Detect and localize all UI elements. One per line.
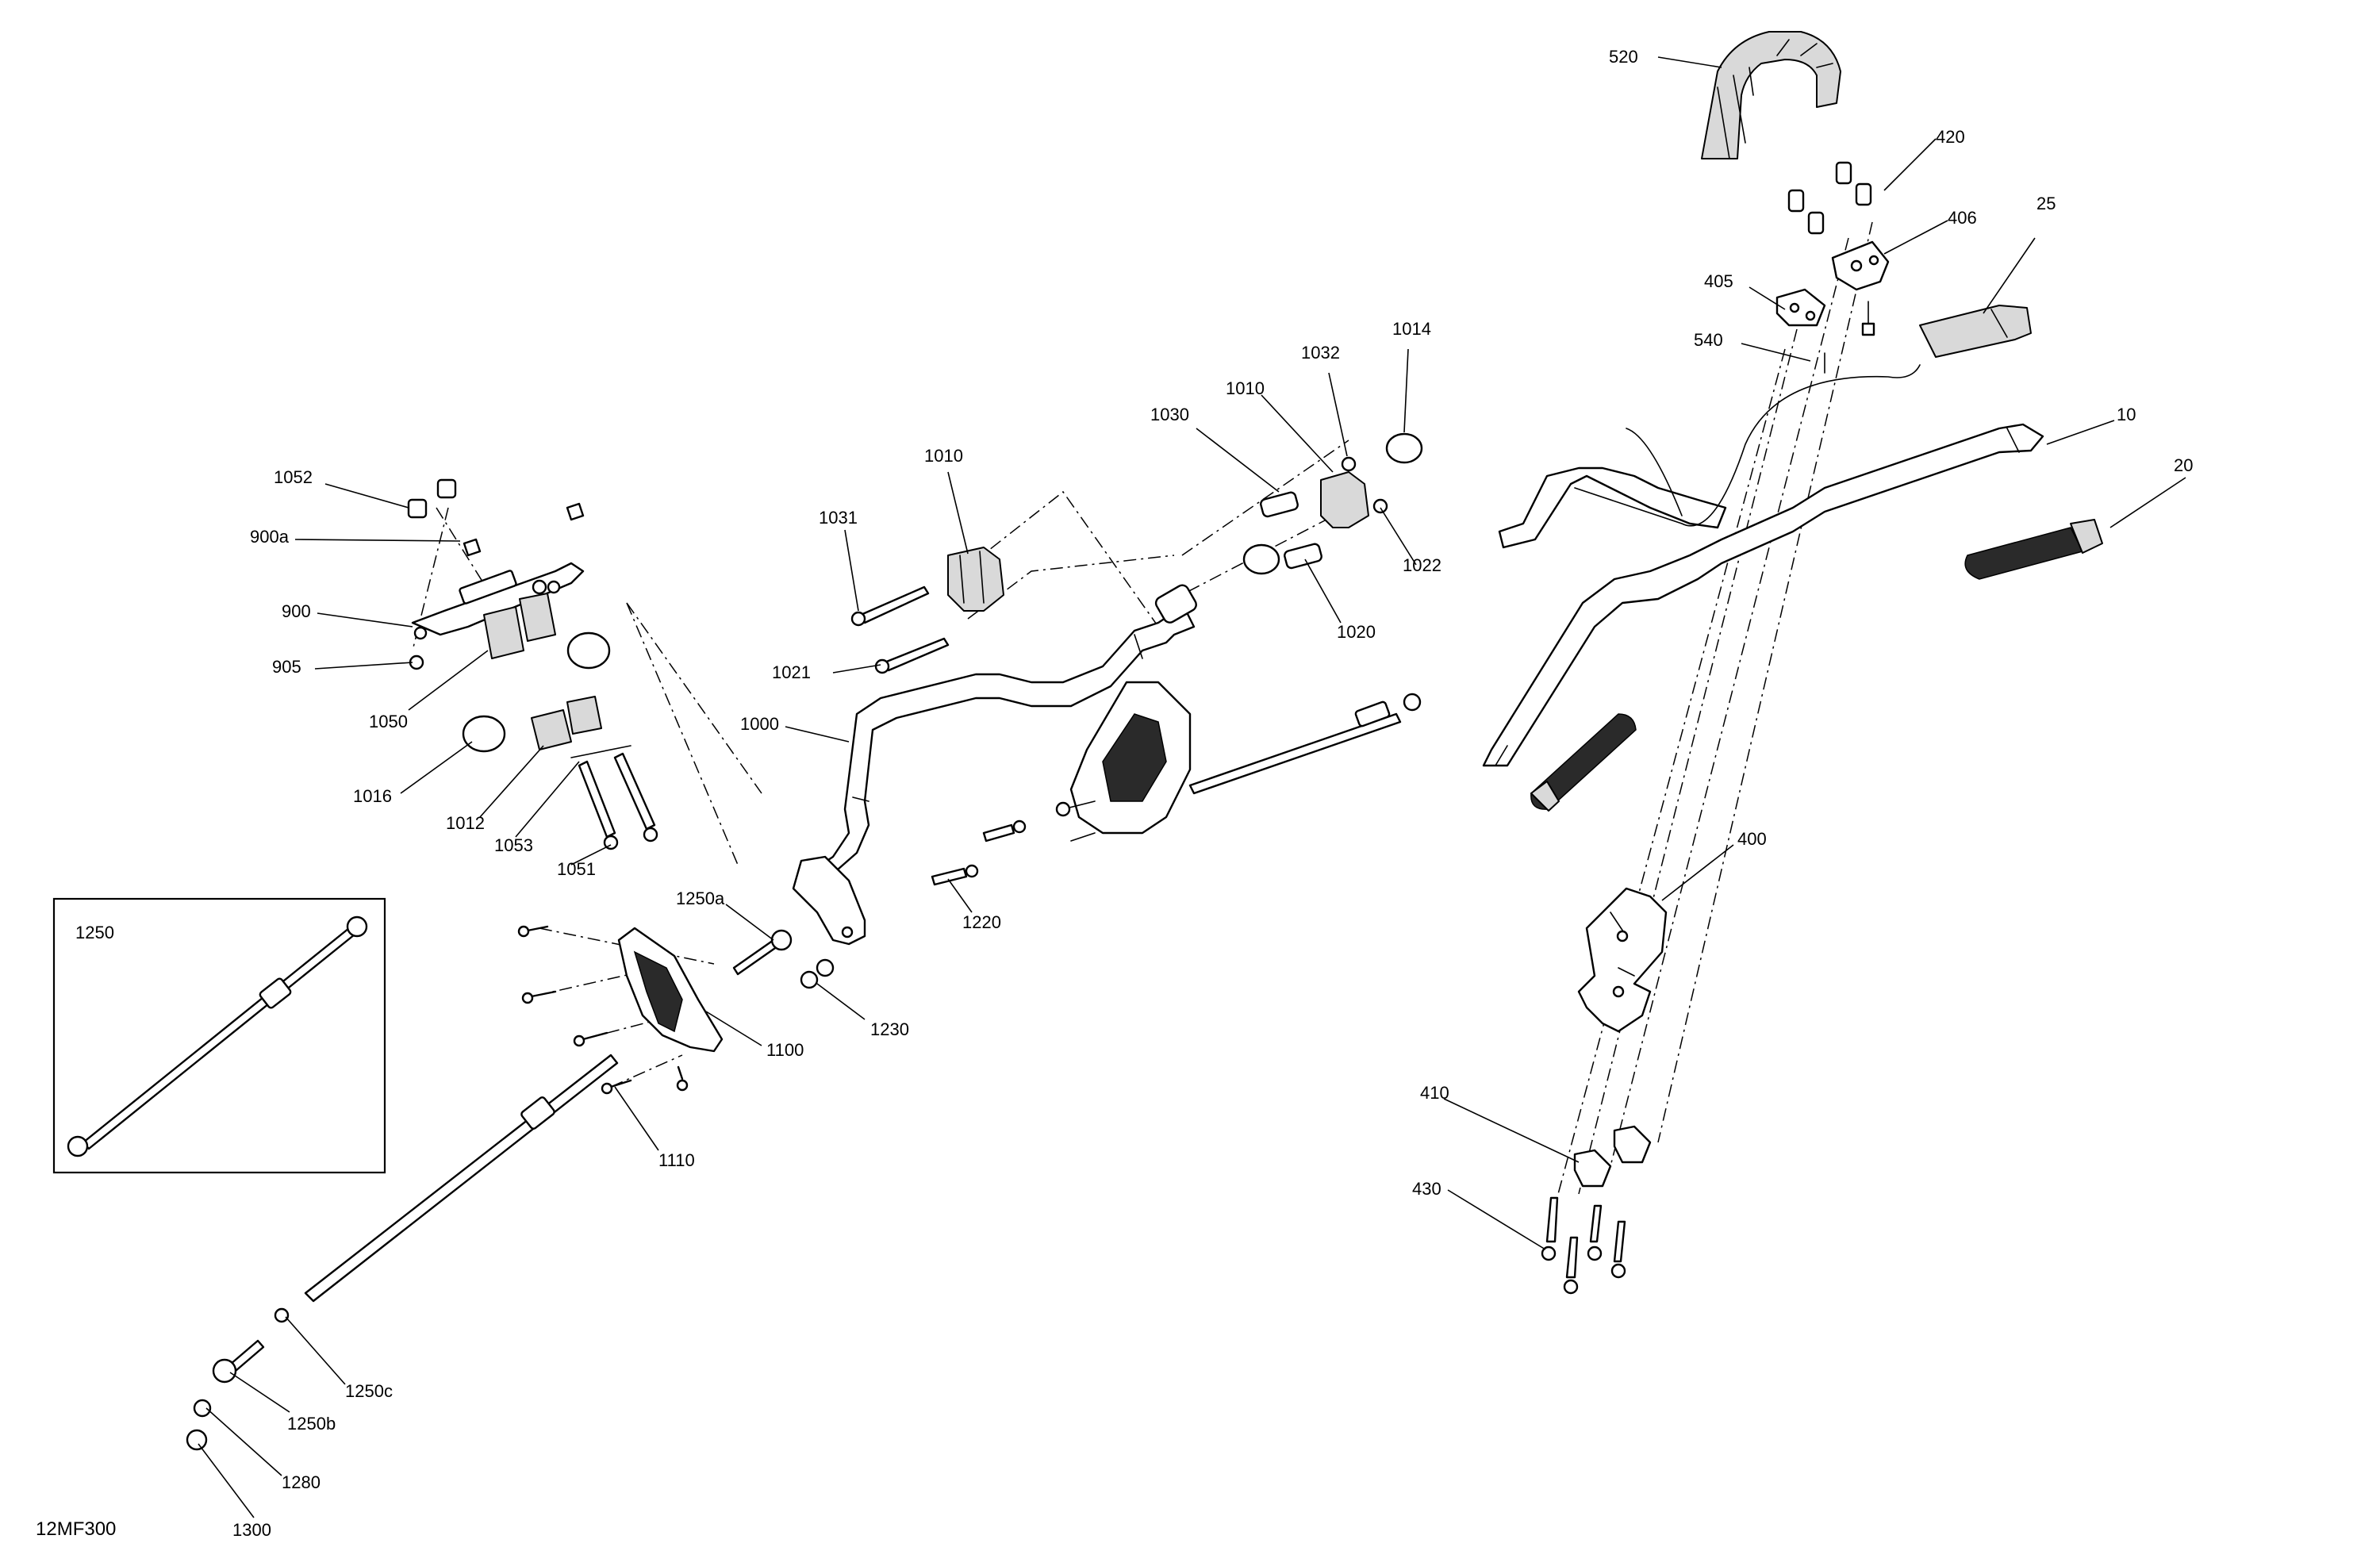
callout-1010-right: 1010 — [1226, 378, 1265, 398]
callout-406: 406 — [1948, 208, 1977, 228]
callout-1032: 1032 — [1301, 343, 1340, 363]
tie-rod-right — [1188, 693, 1422, 795]
handlebar-10 — [1482, 423, 2044, 767]
callout-520: 520 — [1609, 47, 1638, 67]
clamps-410 — [1573, 1125, 1652, 1188]
callout-1250c: 1250c — [345, 1381, 393, 1401]
bolt-1250a — [732, 929, 793, 976]
tie-rod-1250 — [186, 1054, 619, 1451]
callout-905: 905 — [272, 657, 301, 677]
washer-1230 — [800, 958, 835, 989]
riser-400 — [1577, 887, 1668, 1033]
callout-1250b: 1250b — [287, 1414, 336, 1434]
grip-left — [1530, 713, 1637, 812]
callout-1051: 1051 — [557, 859, 596, 879]
callout-430: 430 — [1412, 1179, 1441, 1199]
bolts-1051 — [570, 745, 658, 850]
screws-1100 — [517, 925, 689, 1095]
leader-lines — [198, 56, 2186, 1518]
callout-1050: 1050 — [369, 712, 408, 731]
callout-900a: 900a — [250, 527, 290, 547]
callout-1010-left: 1010 — [924, 446, 963, 466]
callout-400: 400 — [1737, 829, 1767, 849]
callout-1220: 1220 — [962, 912, 1001, 932]
bushings — [1242, 432, 1423, 575]
callout-1016: 1016 — [353, 786, 392, 806]
callout-1031: 1031 — [819, 508, 858, 528]
clamp-406 — [1831, 240, 1890, 336]
housing-1100 — [617, 927, 724, 1053]
callout-1110: 1110 — [658, 1150, 695, 1170]
assembly-lines — [412, 221, 1873, 1207]
callout-900: 900 — [282, 601, 311, 621]
drawing-id: 12MF300 — [36, 1518, 116, 1540]
callout-1052: 1052 — [274, 467, 313, 487]
callout-1230: 1230 — [870, 1019, 909, 1039]
callout-1022: 1022 — [1403, 555, 1441, 575]
callout-1030: 1030 — [1150, 405, 1189, 424]
bolts-1031-1021 — [850, 585, 950, 674]
callout-1053: 1053 — [494, 835, 533, 855]
block-1010-left — [947, 547, 1004, 612]
callout-labels: 520 420 406 25 405 540 1014 1032 1010 10… — [36, 47, 2193, 1540]
callout-405: 405 — [1704, 271, 1733, 291]
callout-1012: 1012 — [446, 813, 485, 833]
callout-1000: 1000 — [740, 714, 779, 734]
callout-10: 10 — [2117, 405, 2136, 424]
callout-420: 420 — [1936, 127, 1965, 147]
handlebar-pad-520 — [1701, 31, 1841, 159]
callout-1280: 1280 — [282, 1472, 321, 1492]
callout-410: 410 — [1420, 1083, 1449, 1103]
bracket-900 — [409, 562, 585, 670]
steering-column-1000 — [792, 584, 1197, 946]
handlebar-25 — [1498, 305, 2032, 549]
callout-1014: 1014 — [1392, 319, 1431, 339]
block-1010-right — [1320, 456, 1388, 528]
callout-1250a: 1250a — [676, 889, 725, 908]
housing-right — [1055, 681, 1192, 842]
blocks-1050-1012 — [483, 593, 602, 750]
inset-label: 1250 — [75, 923, 114, 942]
callout-1300: 1300 — [232, 1520, 271, 1540]
callout-540: 540 — [1694, 330, 1723, 350]
bolts-1220 — [931, 819, 1027, 886]
clamp-405 — [1775, 288, 1826, 374]
bushings-1016 — [462, 631, 611, 753]
inset-1250 — [52, 897, 386, 1174]
screws-430 — [1541, 1196, 1626, 1295]
callout-20: 20 — [2174, 455, 2193, 475]
nuts-1052 — [407, 478, 585, 557]
screws-420 — [1787, 161, 1872, 235]
callout-25: 25 — [2036, 194, 2056, 213]
callout-1100: 1100 — [766, 1040, 804, 1060]
callout-1020: 1020 — [1337, 622, 1376, 642]
callout-1021: 1021 — [772, 662, 811, 682]
grip-20 — [1964, 519, 2103, 580]
